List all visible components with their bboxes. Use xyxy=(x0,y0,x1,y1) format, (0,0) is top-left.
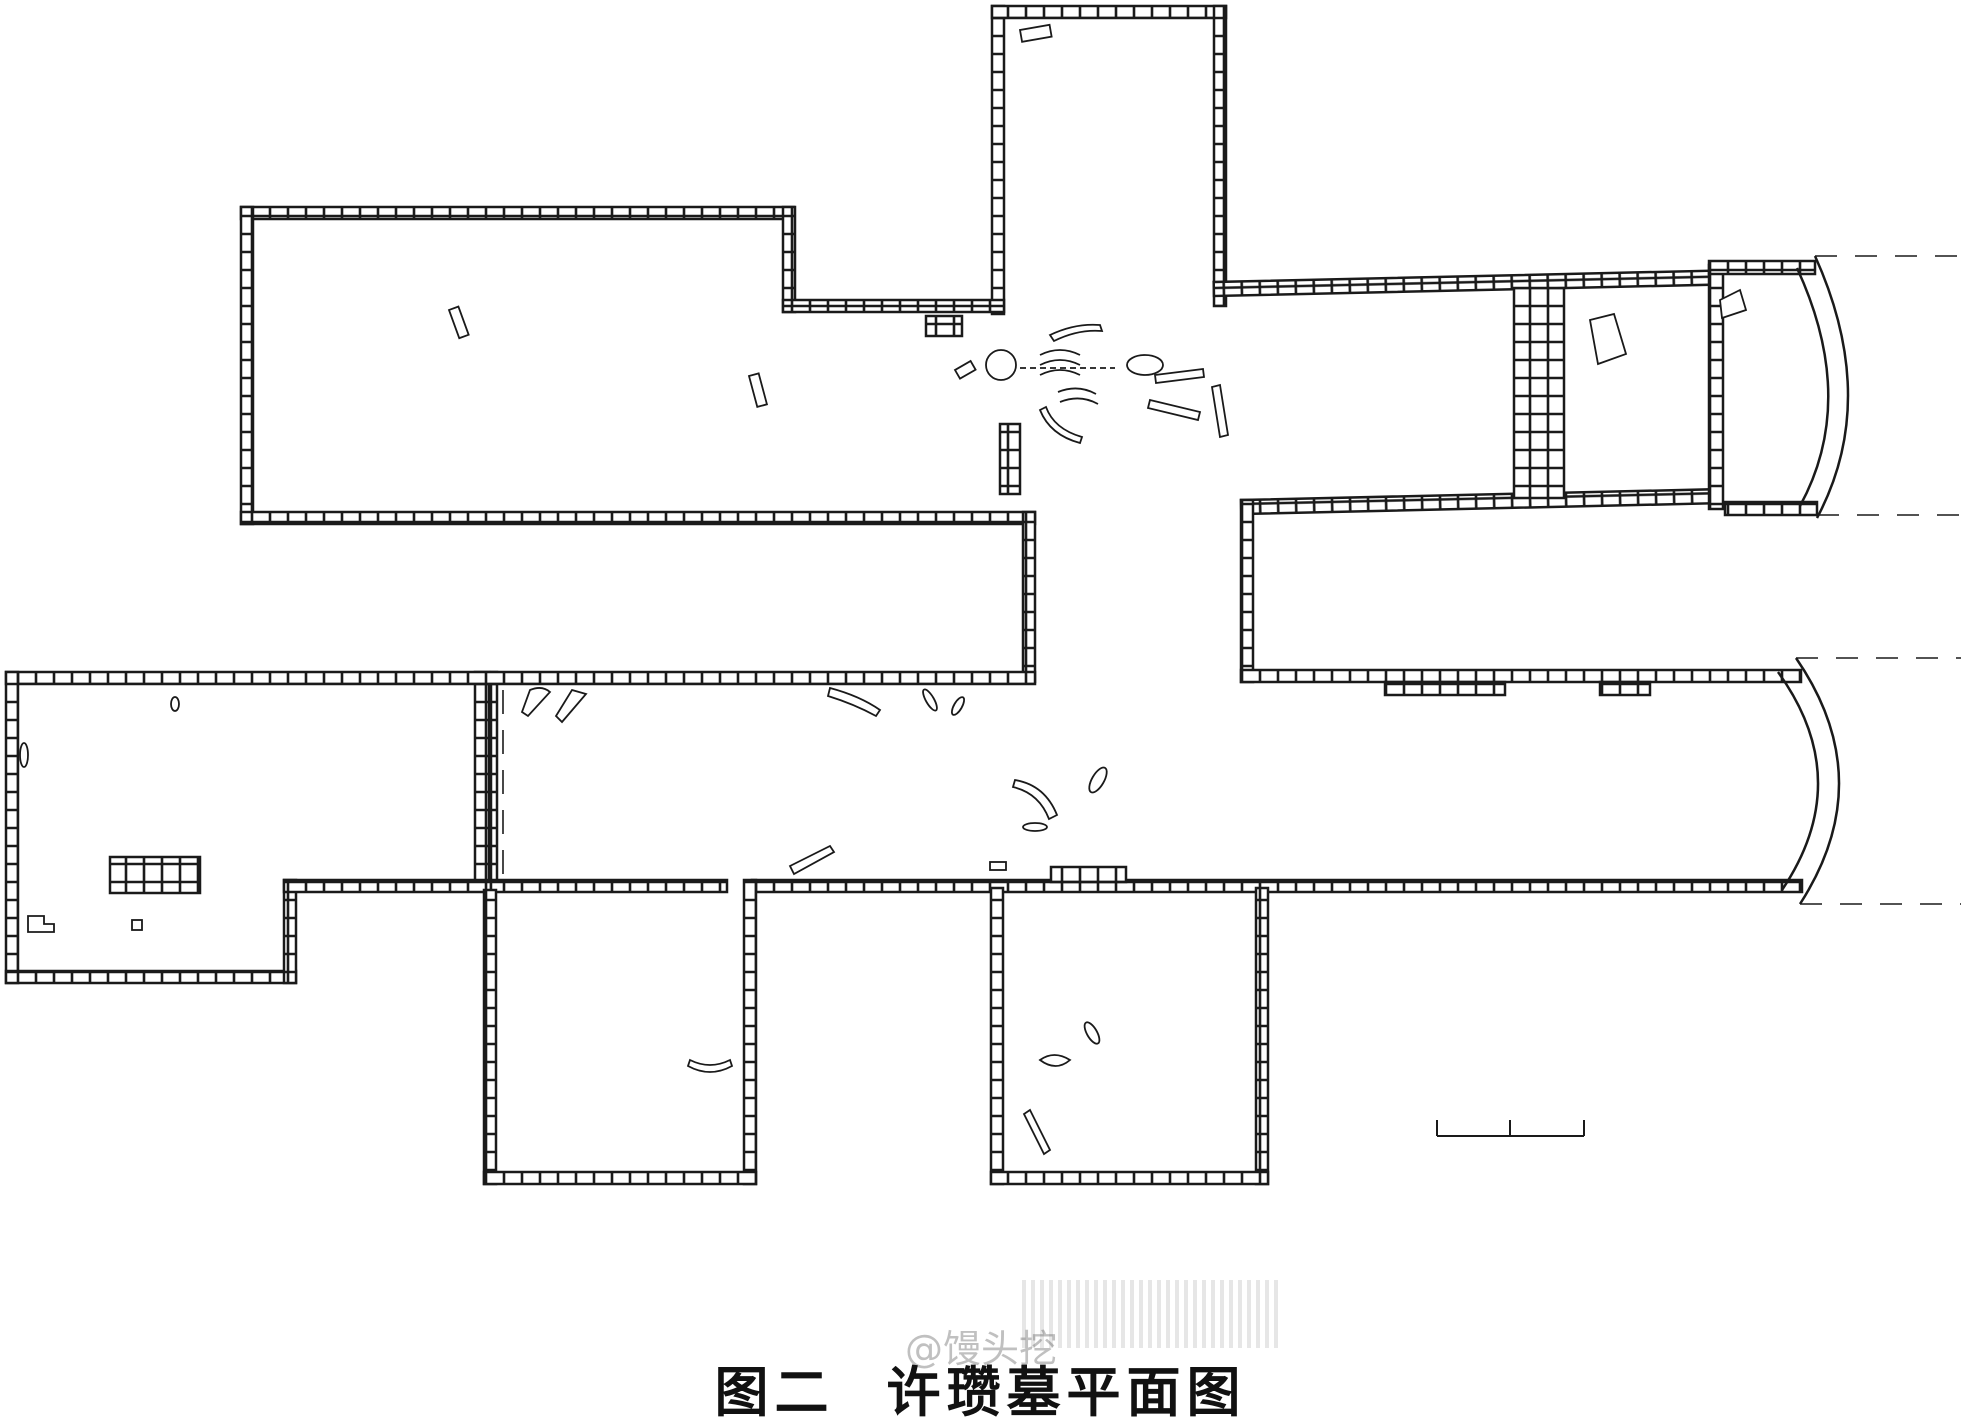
wall-upper-left-step-bottom xyxy=(781,298,1006,314)
bone-fragment-14 xyxy=(1719,288,1748,320)
wall-corridor-bottom-left xyxy=(489,878,729,894)
bone-fragment-23 xyxy=(1083,1021,1101,1045)
bone-fragment-20 xyxy=(131,919,143,931)
bone-fragment-19 xyxy=(27,915,55,933)
wall-lower-b-west xyxy=(989,886,1005,1186)
figure-number: 图二 xyxy=(714,1360,835,1424)
bone-fragment-11 xyxy=(1038,1054,1072,1067)
wall-lower-a-east xyxy=(742,878,758,1186)
wall-layer xyxy=(4,4,1819,1186)
wall-corridor-top xyxy=(1239,668,1803,684)
scale-bar-line xyxy=(1436,1120,1585,1137)
rib-cage xyxy=(1039,349,1099,405)
wall-north-chamber-east xyxy=(1212,4,1228,308)
wall-upper-left-west xyxy=(239,205,255,526)
wall-right-upper-post xyxy=(1239,498,1255,684)
brick-pile-corridor-top-a xyxy=(1383,680,1507,697)
wall-north-chamber-west xyxy=(990,4,1006,316)
wall-lower-left-west xyxy=(4,670,20,985)
bone-fragment-13 xyxy=(1588,312,1628,366)
wall-lower-a-west xyxy=(482,888,498,1186)
wall-lower-left-top xyxy=(4,670,1037,686)
arm-bone-lower xyxy=(1038,405,1084,445)
arm-bone-upper xyxy=(1048,323,1104,343)
wall-lower-b-bottom xyxy=(989,1170,1270,1186)
wall-upper-left-top-a xyxy=(239,205,796,221)
bone-fragment-6 xyxy=(554,688,588,724)
brick-pile-corridor-top-b xyxy=(1598,680,1652,697)
tibia xyxy=(1210,383,1230,439)
arch-corridor-inner xyxy=(1776,671,1820,891)
bone-fragment-5 xyxy=(520,687,552,718)
wall-corridor-partition-left-2 xyxy=(489,670,499,892)
bone-fragment-4 xyxy=(1018,23,1053,43)
bone-fragment-1 xyxy=(953,359,977,380)
bone-fragment-2 xyxy=(447,305,470,340)
wall-lower-left-step-top xyxy=(282,878,493,894)
wall-lower-left-step xyxy=(282,878,298,985)
human-remains xyxy=(19,23,1748,1156)
bone-fragment-7 xyxy=(826,686,882,718)
pelvis xyxy=(1126,354,1164,376)
wall-upper-left-bottom xyxy=(239,510,1037,526)
brick-stack-central xyxy=(998,422,1022,496)
arch-right-upper-outer xyxy=(1813,255,1850,519)
bone-fragment-12 xyxy=(1022,1108,1052,1156)
brick-pile-corridor-bottom xyxy=(1049,865,1128,884)
figure-caption: 图二许瓒墓平面图 xyxy=(0,1348,1961,1427)
arch-corridor-outer xyxy=(1794,657,1841,905)
scan-smudge xyxy=(1022,1280,1280,1348)
bone-fragment-18 xyxy=(19,742,29,768)
wall-right-upper-cap-bottom xyxy=(1723,500,1819,517)
skull xyxy=(985,349,1017,381)
wall-lower-left-bottom xyxy=(4,969,298,985)
wall-right-upper-cap-top xyxy=(1707,259,1817,276)
bone-fragment-15 xyxy=(1088,766,1108,794)
arch-right-upper-inner xyxy=(1795,267,1830,507)
brick-pile-lower-left xyxy=(108,855,202,895)
bone-fragment-21 xyxy=(922,688,938,712)
bone-fragment-16 xyxy=(1022,822,1048,832)
bone-fragment-3 xyxy=(747,372,769,409)
wall-right-upper-bottom xyxy=(1239,488,1713,516)
figure-title: 许瓒墓平面图 xyxy=(886,1360,1247,1424)
bone-fragment-8 xyxy=(1011,778,1059,821)
wall-upper-left-step xyxy=(781,205,797,314)
bone-fragment-9 xyxy=(788,844,836,876)
wall-central-west xyxy=(1021,510,1037,684)
wall-lower-b-east xyxy=(1254,886,1270,1186)
wall-right-upper-top xyxy=(1212,269,1712,298)
watermark: @馒头挖 xyxy=(905,1327,1058,1371)
wall-corridor-partition-left xyxy=(473,670,491,892)
bone-fragment-24 xyxy=(989,861,1007,871)
bone-fragment-10 xyxy=(686,1058,734,1073)
arched-ends xyxy=(502,255,1961,905)
scale-bar xyxy=(1436,1120,1585,1137)
bone-fragment-17 xyxy=(170,696,180,712)
wall-corridor-bottom xyxy=(750,878,1804,894)
wall-lower-a-bottom xyxy=(482,1170,758,1186)
bone-fragment-22 xyxy=(951,696,965,716)
wall-north-chamber-top xyxy=(990,4,1228,20)
brick-blocking-right-upper xyxy=(1512,286,1566,500)
brick-steps-north-left xyxy=(924,314,964,338)
femur-right xyxy=(1146,398,1202,422)
femur-left xyxy=(1153,367,1206,385)
